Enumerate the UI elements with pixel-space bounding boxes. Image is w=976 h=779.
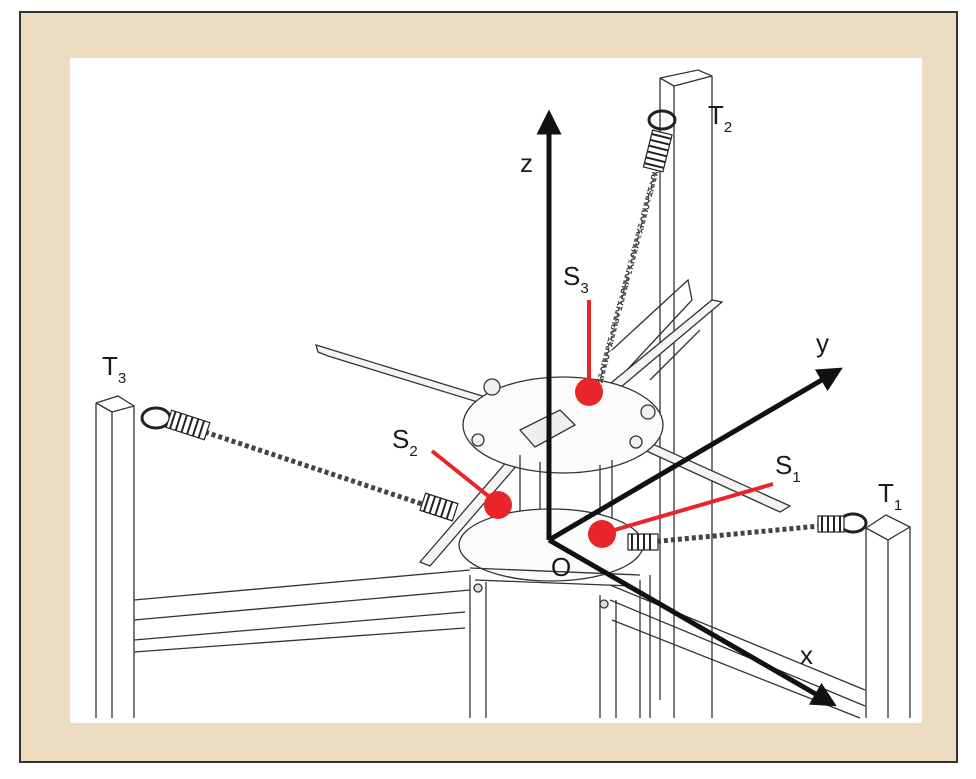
post-t3 <box>95 395 135 718</box>
spring-t1 <box>627 512 868 551</box>
support-legs <box>469 575 651 718</box>
s2-marker <box>484 491 512 519</box>
center-column <box>519 455 613 525</box>
post-t1 <box>865 514 911 718</box>
s1-label: S1 <box>775 450 801 486</box>
coordinate-axes <box>536 109 843 707</box>
t2-label: T2 <box>708 100 732 136</box>
x-axis-arrow <box>547 537 837 707</box>
s2-label: S2 <box>392 424 418 460</box>
s3-marker <box>575 378 603 406</box>
attachment-markers <box>430 300 774 548</box>
s2-leader <box>430 449 499 505</box>
y-axis-label: y <box>816 328 829 358</box>
spring-t3 <box>140 406 459 522</box>
cables <box>140 109 868 551</box>
brace-t2 <box>611 278 701 381</box>
chain-t3 <box>204 429 426 508</box>
z-axis-label: z <box>520 148 533 178</box>
labels: z y x O S3 S2 S1 T2 T3 T1 <box>102 100 902 670</box>
t1-label: T1 <box>878 478 902 514</box>
s1-marker <box>588 520 616 548</box>
t3-label: T3 <box>102 351 126 387</box>
origin-label: O <box>551 552 571 582</box>
spring-t2 <box>642 109 677 173</box>
s1-leader <box>603 482 774 535</box>
s3-label: S3 <box>563 261 589 297</box>
chain-t1 <box>649 522 831 545</box>
beam-left <box>133 569 471 653</box>
y-axis-arrow <box>547 367 843 543</box>
x-axis-label: x <box>800 640 813 670</box>
post-t2 <box>659 69 713 718</box>
